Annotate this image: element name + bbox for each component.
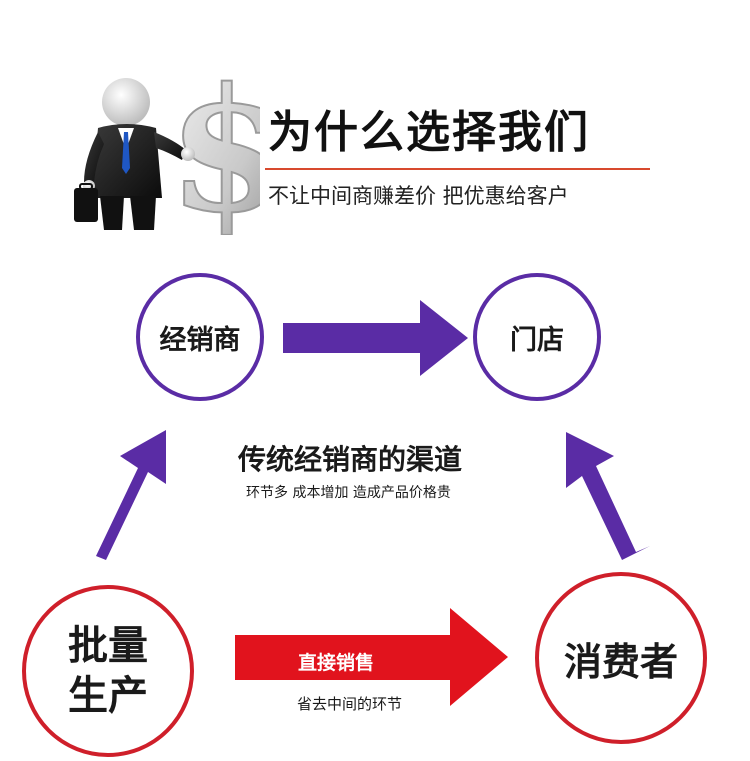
node-producer-label-line1: 批量: [68, 623, 148, 669]
node-producer-label-line2: 生产: [68, 673, 148, 719]
node-consumer: 消费者: [535, 572, 707, 744]
node-store: 门店: [473, 273, 601, 401]
title-divider: [265, 168, 650, 170]
arrow-producer-to-consumer: [235, 608, 508, 706]
page-title: 为什么选择我们: [268, 107, 590, 158]
direct-sales-label: 直接销售: [298, 652, 375, 674]
traditional-channel-title: 传统经销商的渠道: [238, 443, 463, 476]
node-store-label: 门店: [510, 324, 564, 356]
arrow-producer-to-dealer: [76, 430, 166, 560]
node-producer: 批量 生产: [22, 585, 194, 757]
arrow-consumer-to-store: [566, 432, 650, 560]
traditional-channel-subtitle: 环节多 成本增加 造成产品价格贵: [246, 485, 451, 501]
svg-text:$: $: [168, 70, 260, 235]
node-dealer-label: 经销商: [159, 324, 241, 356]
page-subtitle: 不让中间商赚差价 把优惠给客户: [268, 184, 569, 208]
arrow-dealer-to-store: [283, 300, 468, 376]
node-dealer: 经销商: [136, 273, 264, 401]
node-consumer-label: 消费者: [563, 639, 678, 684]
direct-sales-subtitle: 省去中间的环节: [297, 695, 403, 713]
businessman-dollar-icon: $: [74, 70, 260, 235]
